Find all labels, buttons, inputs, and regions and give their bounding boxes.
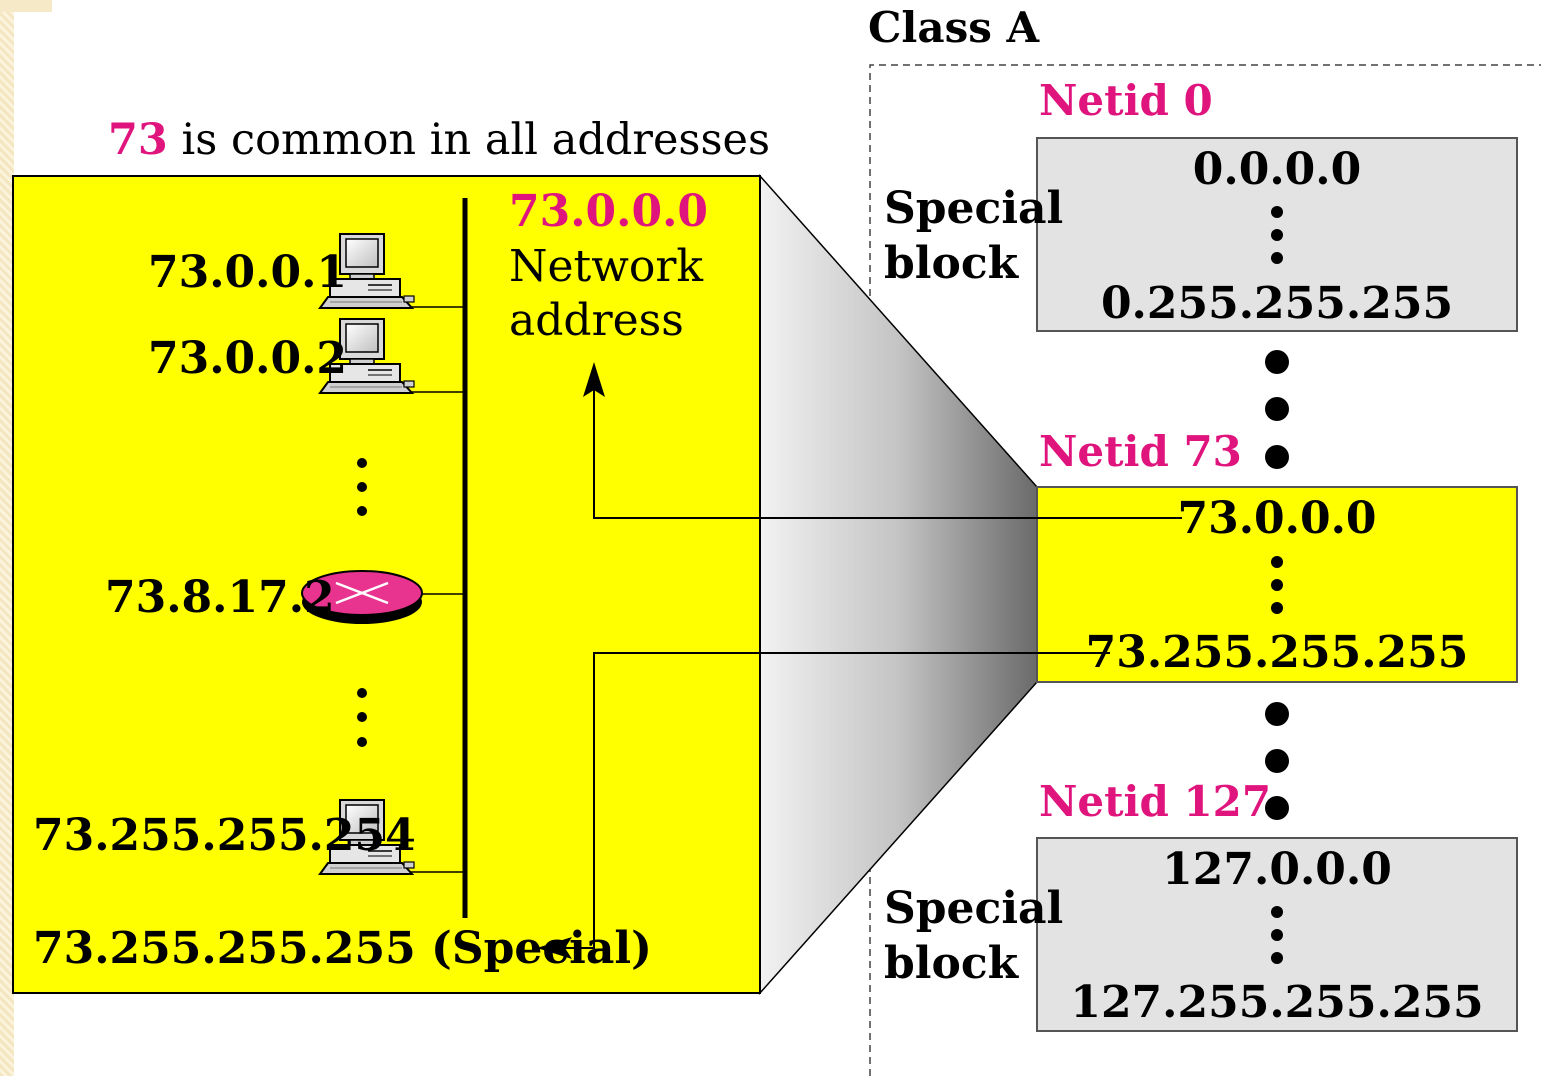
ellipsis-icon	[357, 458, 367, 747]
block-start-address: 0.0.0.0	[1192, 144, 1362, 195]
block-end-address: 0.255.255.255	[1100, 278, 1454, 329]
router-address: 73.8.17.2	[105, 572, 335, 623]
block-start-address: 127.0.0.0	[1162, 844, 1392, 895]
caption: 73 is common in all addresses	[108, 119, 770, 162]
netid-label: Netid 0	[1039, 76, 1213, 125]
host-address: 73.255.255.254	[33, 810, 416, 861]
host-address: 73.0.0.1	[148, 247, 348, 298]
caption-text: is common in all addresses	[167, 115, 771, 165]
network-address-label: address	[509, 295, 684, 346]
netid-label: Netid 73	[1039, 427, 1242, 476]
decorative-corner	[0, 0, 52, 12]
ellipsis-icon	[1271, 206, 1283, 964]
host-address: 73.0.0.2	[148, 333, 348, 384]
caption-highlight: 73	[108, 115, 168, 165]
class-title: Class A	[868, 3, 1040, 52]
ellipsis-icon	[1265, 350, 1289, 820]
network-address-value: 73.0.0.0	[509, 186, 709, 237]
block-end-address: 73.255.255.255	[1085, 627, 1469, 678]
special-block-label: Special	[884, 883, 1064, 934]
zoom-funnel	[759, 174, 1038, 995]
netid-label: Netid 127	[1039, 777, 1272, 826]
router-icon	[301, 570, 423, 624]
network-address-label: Network	[509, 241, 704, 292]
network-address-arrow	[593, 390, 1182, 519]
special-block-label: block	[884, 238, 1019, 289]
block-end-address: 127.255.255.255	[1070, 977, 1484, 1028]
special-block-label: block	[884, 938, 1019, 989]
broadcast-arrow	[565, 652, 1110, 949]
decorative-border	[0, 0, 14, 1076]
special-block-label: Special	[884, 183, 1064, 234]
block-start-address: 73.0.0.0	[1177, 493, 1377, 544]
broadcast-address: 73.255.255.255 (Special)	[33, 923, 652, 974]
